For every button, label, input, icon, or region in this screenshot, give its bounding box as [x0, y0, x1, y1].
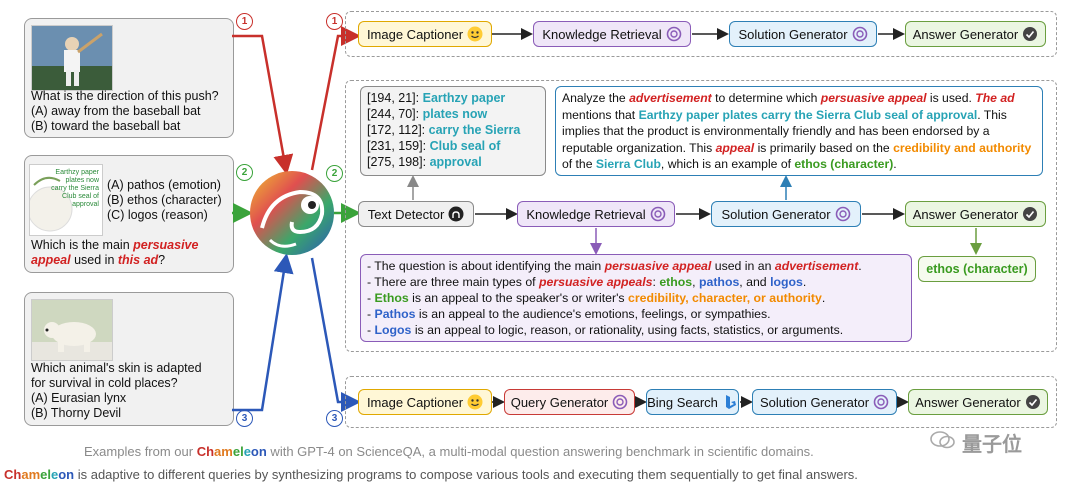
- question-line: for survival in cold places?: [31, 376, 178, 390]
- question-line: What is the direction of this push?: [31, 89, 219, 103]
- solution-generator-tool: Solution Generator: [711, 201, 861, 227]
- question-line: Which is the main persuasive: [31, 238, 199, 252]
- openai-icon: [666, 26, 682, 42]
- openai-icon: [835, 206, 851, 222]
- ad-text-line: approval: [72, 201, 99, 208]
- bing-icon: [722, 394, 738, 410]
- solution-generator-tool: Solution Generator: [729, 21, 877, 47]
- pipeline-3-container: [345, 376, 1057, 428]
- knowledge-line: - There are three main types of persuasi…: [367, 275, 807, 289]
- github-icon: [448, 206, 464, 222]
- gear-check-icon: [1025, 394, 1041, 410]
- final-answer-box: ethos (character): [918, 256, 1036, 282]
- chameleon-logo: [250, 171, 334, 255]
- route-1-badge-left: 1: [236, 13, 253, 30]
- option-b: (B) Thorny Devil: [31, 406, 122, 420]
- baseball-image: [31, 25, 113, 91]
- answer-generator-tool: Answer Generator: [905, 21, 1046, 47]
- ad-text-line: carry the Sierra: [51, 185, 99, 192]
- knowledge-line: - Logos is an appeal to logic, reason, o…: [367, 323, 844, 337]
- route-1-badge-right: 1: [326, 13, 343, 30]
- pipeline-1-container: [345, 11, 1057, 57]
- route-2-badge-right: 2: [326, 165, 343, 182]
- route-2-badge-left: 2: [236, 164, 253, 181]
- knowledge-retrieval-tool: Knowledge Retrieval: [517, 201, 675, 227]
- caption-line-1: Examples from our Chameleon with GPT-4 o…: [84, 444, 814, 459]
- option-a: (A) pathos (emotion): [107, 178, 221, 192]
- chameleon-name: Chameleon: [4, 467, 75, 482]
- text-detector-output: [194, 21]: Earthzy paper [244, 70]: plat…: [360, 86, 546, 176]
- knowledge-retrieval-output: - The question is about identifying the …: [360, 254, 912, 342]
- answer-generator-tool: Answer Generator: [908, 389, 1048, 415]
- knowledge-line: - The question is about identifying the …: [367, 259, 862, 273]
- advertisement-image: Earthzy paper plates now carry the Sierr…: [29, 164, 103, 236]
- option-b: (B) toward the baseball bat: [31, 119, 181, 133]
- example-1-card: What is the direction of this push? (A) …: [24, 18, 234, 138]
- knowledge-line: - Ethos is an appeal to the speaker's or…: [367, 291, 826, 305]
- ocr-line: [172, 112]: carry the Sierra: [367, 123, 521, 137]
- hugging-face-icon: [467, 26, 483, 42]
- solution-generator-output: Analyze the advertisement to determine w…: [555, 86, 1043, 176]
- example-3-card: Which animal's skin is adapted for survi…: [24, 292, 234, 426]
- solution-generator-tool: Solution Generator: [752, 389, 897, 415]
- caption-line-2: Chameleon is adaptive to different queri…: [4, 467, 858, 482]
- ocr-line: [231, 159]: Club seal of: [367, 139, 501, 153]
- option-a: (A) Eurasian lynx: [31, 391, 127, 405]
- image-captioner-tool: Image Captioner: [358, 21, 492, 47]
- example-2-card: Earthzy paper plates now carry the Sierr…: [24, 155, 234, 273]
- option-c: (C) logos (reason): [107, 208, 208, 222]
- bing-search-tool: Bing Search: [646, 389, 739, 415]
- knowledge-retrieval-tool: Knowledge Retrieval: [533, 21, 691, 47]
- ocr-line: [275, 198]: approval: [367, 155, 482, 169]
- ad-text-line: Earthzy paper: [55, 169, 99, 176]
- text-detector-tool: Text Detector: [358, 201, 474, 227]
- question-line: Which animal's skin is adapted: [31, 361, 202, 375]
- knowledge-line: - Pathos is an appeal to the audience's …: [367, 307, 771, 321]
- openai-icon: [650, 206, 666, 222]
- wechat-icon: [930, 430, 956, 456]
- watermark: 量子位: [930, 428, 1022, 457]
- image-captioner-tool: Image Captioner: [358, 389, 492, 415]
- openai-icon: [873, 394, 889, 410]
- ocr-line: [194, 21]: Earthzy paper: [367, 91, 506, 105]
- ad-text-line: Club seal of: [62, 193, 99, 200]
- openai-icon: [612, 394, 628, 410]
- chameleon-name: Chameleon: [196, 444, 267, 459]
- ad-text-line: plates now: [65, 177, 99, 184]
- option-b: (B) ethos (character): [107, 193, 222, 207]
- option-a: (A) away from the baseball bat: [31, 104, 201, 118]
- openai-icon: [852, 26, 868, 42]
- route-3-badge-right: 3: [326, 410, 343, 427]
- route-3-badge-left: 3: [236, 410, 253, 427]
- polar-bear-image: [31, 299, 113, 361]
- query-generator-tool: Query Generator: [504, 389, 635, 415]
- gear-check-icon: [1022, 26, 1038, 42]
- answer-generator-tool: Answer Generator: [905, 201, 1046, 227]
- hugging-face-icon: [467, 394, 483, 410]
- pipeline-2-container: [345, 80, 1057, 352]
- question-line: appeal used in this ad?: [31, 253, 166, 267]
- gear-check-icon: [1022, 206, 1038, 222]
- ocr-line: [244, 70]: plates now: [367, 107, 488, 121]
